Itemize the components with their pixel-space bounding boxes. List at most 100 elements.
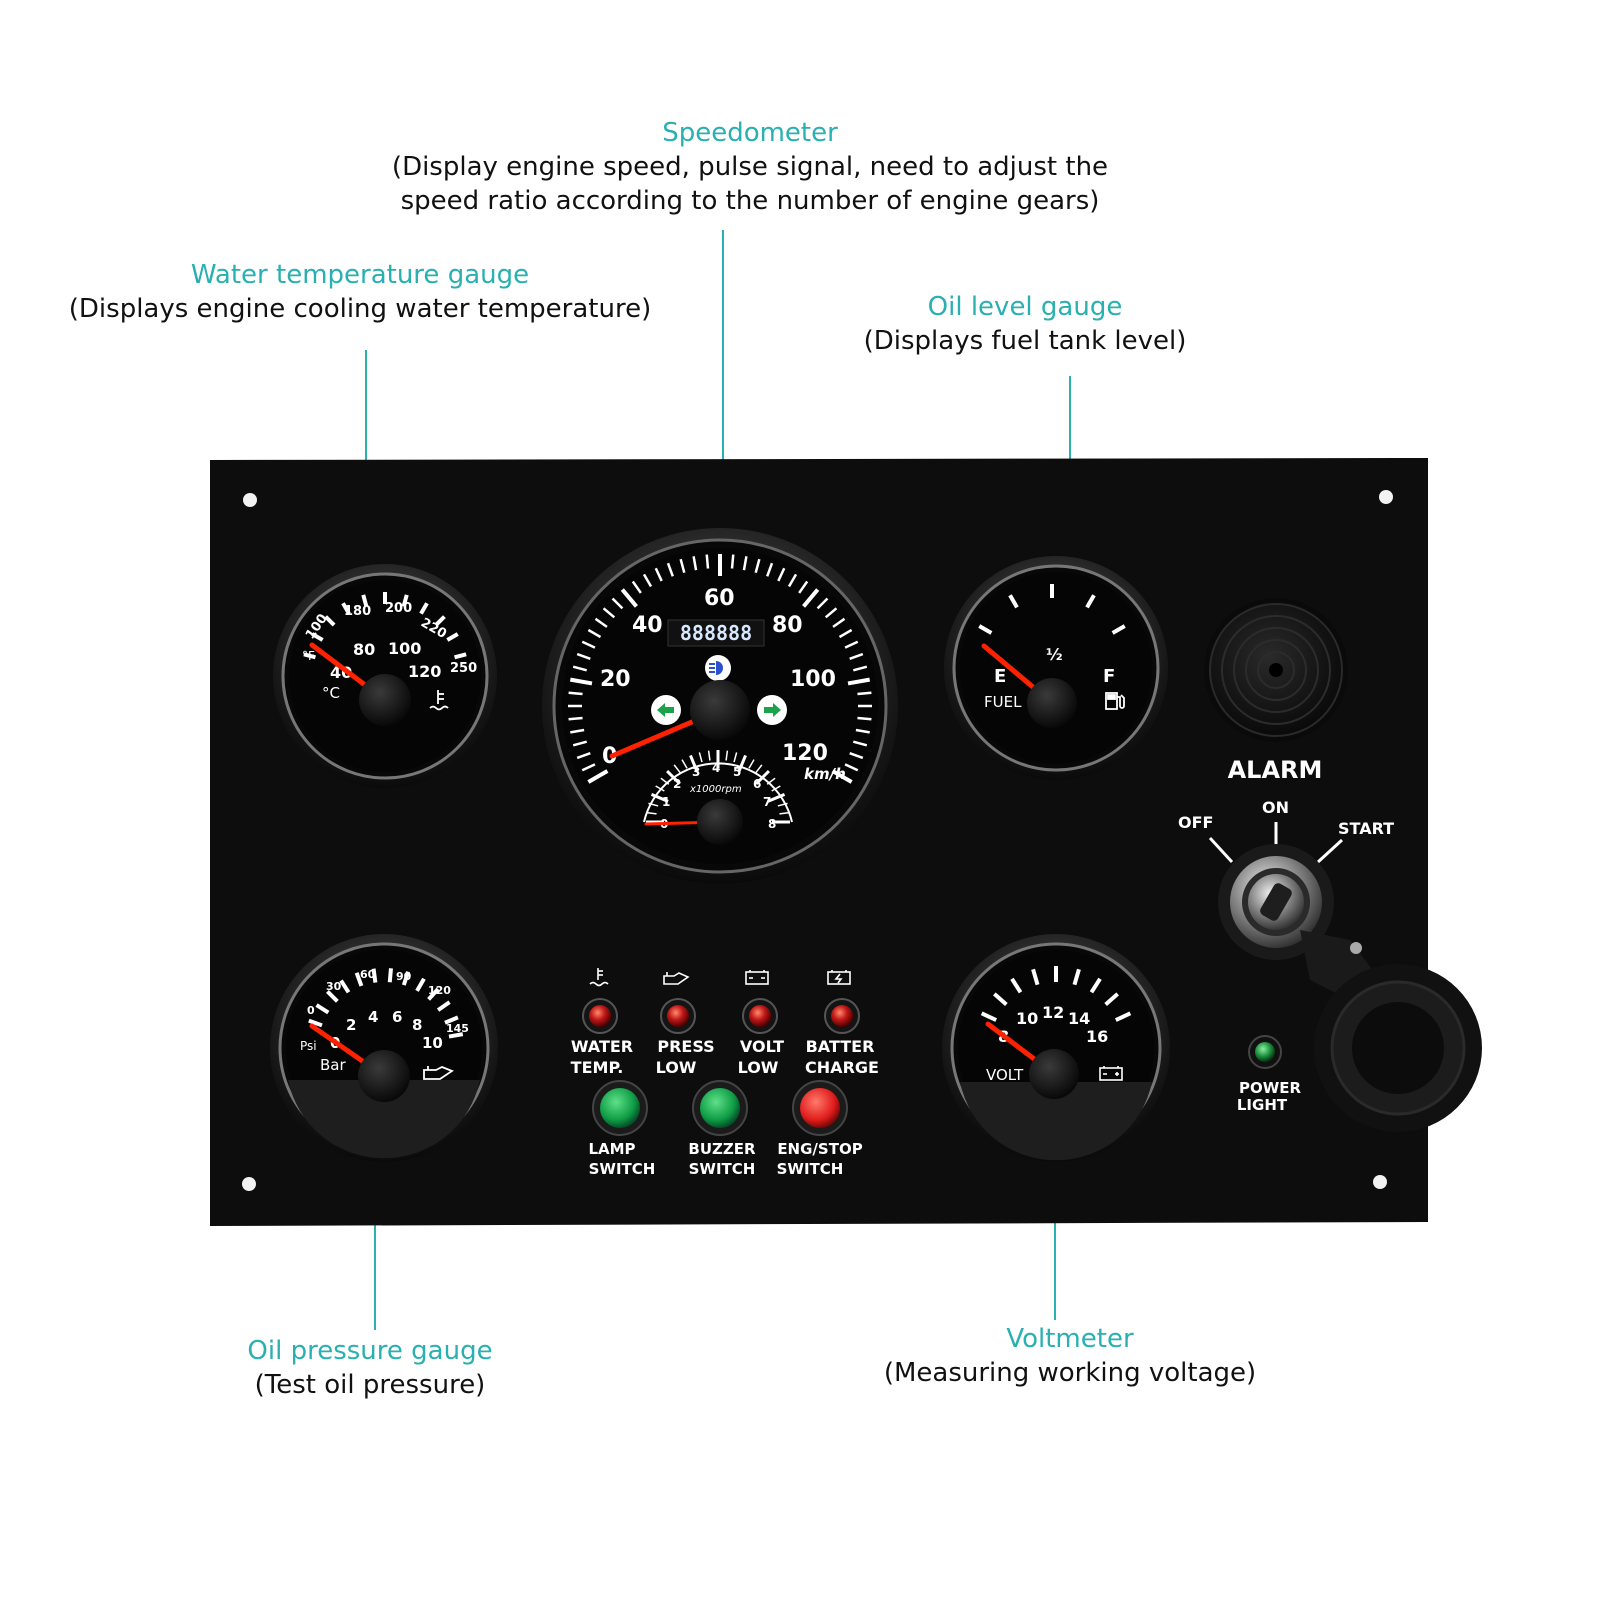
warning-label-line1: PRESS [657, 1037, 714, 1056]
voltmeter-gauge: 8 10 12 14 16 VOLT [942, 934, 1170, 1162]
tick-label-c: 40 [330, 663, 352, 682]
tick-mark [725, 750, 729, 761]
ignition-on-label: ON [1262, 798, 1289, 817]
tick-mark [737, 754, 747, 773]
tick-mark [755, 764, 763, 774]
turn-right-icon [757, 695, 787, 725]
tick-mark [611, 597, 624, 610]
tick-mark [572, 740, 588, 747]
tick-mark [646, 811, 657, 815]
tick-label: 40 [632, 613, 663, 638]
tick-mark [419, 602, 429, 615]
tick-mark [816, 597, 829, 610]
warning-lights: WATER TEMP. PRESS LOW VOLT LOW BATTER CH… [571, 968, 879, 1077]
callout-title: Speedometer [662, 118, 838, 148]
tick-mark [387, 968, 393, 983]
tick-mark [777, 802, 788, 807]
tick-mark [679, 558, 686, 574]
tick-mark [650, 793, 669, 803]
tick-mark [354, 972, 364, 987]
tick-mark [1008, 594, 1019, 609]
switch-label-line2: SWITCH [777, 1160, 844, 1178]
gauge-ticks [568, 554, 872, 784]
needle-hub [1027, 678, 1077, 728]
tick-mark [448, 1032, 464, 1039]
tick-mark [341, 602, 351, 615]
rpm-tick: 6 [753, 777, 761, 791]
tick-mark [311, 632, 324, 642]
callout-title: Water temperature gauge [190, 260, 530, 290]
warning-label-line1: VOLT [740, 1037, 784, 1056]
fuel-full-label: F [1103, 666, 1115, 687]
tick-mark [849, 752, 864, 760]
ignition-switch[interactable]: OFF ON START [1178, 798, 1394, 960]
tick-mark [568, 716, 583, 721]
odometer-display [667, 619, 765, 647]
fuel-empty-label: E [994, 666, 1006, 687]
lamp-switch-button[interactable] [592, 1080, 648, 1136]
tick-mark [766, 777, 776, 785]
tick-mark [315, 1003, 330, 1015]
switch-label-line2: SWITCH [689, 1160, 756, 1178]
fuel-label: FUEL [984, 693, 1022, 711]
tick-mark [742, 556, 748, 571]
tick-label: 14 [1068, 1009, 1090, 1028]
eng-stop-switch-button[interactable] [792, 1080, 848, 1136]
callout-desc: speed ratio according to the number of e… [400, 186, 1100, 216]
ignition-start-label: START [1338, 819, 1394, 838]
gauge-ticks [303, 592, 467, 660]
tick-mark [371, 968, 378, 983]
tick-mark [779, 811, 790, 815]
fuel-half-label: ½ [1046, 645, 1063, 664]
tick-label-psi: 120 [428, 984, 451, 997]
tick-mark [587, 769, 609, 784]
oil-pressure-gauge: 0 30 60 90 120 145 0 2 4 6 8 10 Psi Bar [270, 934, 498, 1162]
tick-mark [767, 793, 786, 803]
tick-label: 100 [790, 667, 836, 692]
tick-label-psi: 0 [307, 1004, 315, 1017]
tick-label: 120 [782, 741, 828, 766]
tick-label: 80 [772, 613, 803, 638]
switch-label-line1: ENG/STOP [777, 1140, 862, 1158]
warning-label-line2: TEMP. [571, 1058, 624, 1077]
tick-mark [324, 615, 336, 627]
tick-mark [1085, 594, 1096, 609]
ignition-off-label: OFF [1178, 813, 1213, 832]
tick-mark [844, 763, 859, 772]
tick-label-f: 250 [450, 661, 477, 676]
power-light: POWER LIGHT [1237, 1035, 1301, 1114]
tick-mark [568, 691, 583, 696]
tick-label: 10 [1016, 1009, 1038, 1028]
tick-label-psi: 90 [396, 970, 412, 983]
warning-label-line2: LOW [738, 1058, 779, 1077]
tick-mark [798, 580, 809, 594]
warning-label-line1: BATTER [806, 1037, 875, 1056]
tick-label: 16 [1086, 1027, 1108, 1046]
tick-mark [777, 567, 786, 582]
tick-mark [303, 652, 316, 660]
rpm-tick: 2 [673, 777, 681, 791]
tick-mark [849, 652, 864, 660]
callout-desc: (Display engine speed, pulse signal, nee… [391, 152, 1109, 182]
water-temp-gauge: 100 180 200 220 250 40 80 100 120 °F °C [273, 564, 497, 788]
push-switches: LAMP SWITCH BUZZER SWITCH ENG/STOP SWITC… [588, 1080, 863, 1178]
tick-mark [361, 594, 369, 607]
tick-mark [444, 1015, 459, 1025]
gauge-face [960, 572, 1152, 764]
gauge-ticks [978, 584, 1126, 635]
battery-icon [1099, 1066, 1123, 1081]
buzzer-switch-button[interactable] [692, 1080, 748, 1136]
tick-mark [802, 588, 820, 608]
tick-mark [570, 728, 585, 734]
gauge-ticks [308, 968, 464, 1039]
tick-mark [401, 971, 410, 986]
headlight-icon [705, 655, 731, 681]
tick-mark [602, 607, 616, 619]
tick-label: 20 [600, 667, 631, 692]
unit-label: Psi [300, 1039, 317, 1053]
tick-mark [993, 992, 1008, 1006]
tick-mark [838, 628, 853, 639]
rpm-tick: 3 [692, 765, 700, 779]
tick-mark [705, 554, 710, 569]
